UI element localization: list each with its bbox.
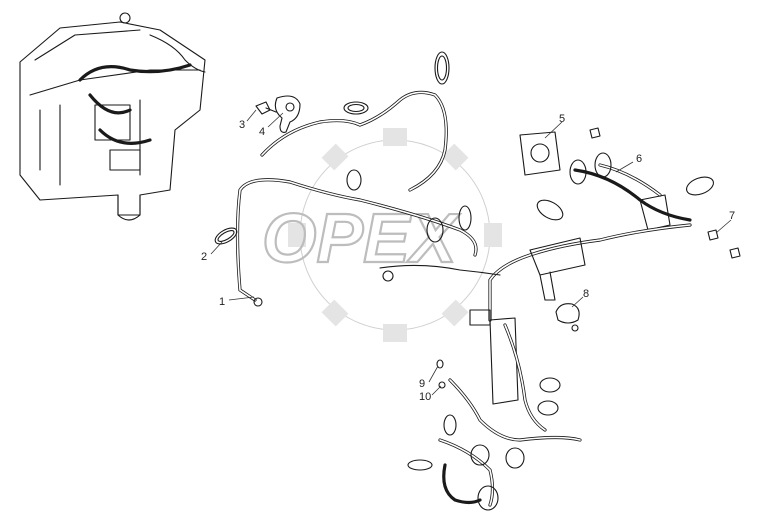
part-6-harness — [569, 152, 692, 231]
callout-9: 9 — [419, 378, 425, 390]
callout-10: 10 — [419, 391, 431, 403]
part-5-flange — [519, 127, 601, 176]
upper-cable-run — [260, 90, 448, 192]
part-7-bolts — [707, 229, 741, 259]
part-4-bracket — [274, 95, 301, 133]
watermark-gear — [288, 128, 502, 342]
engine-block — [19, 12, 206, 221]
callout-7: 7 — [729, 210, 735, 222]
callout-5: 5 — [559, 113, 565, 125]
callout-labels: 1 2 3 4 5 6 7 8 9 10 — [201, 113, 735, 403]
callout-8: 8 — [583, 288, 589, 300]
lower-harness-module — [469, 309, 561, 432]
bottom-harness — [407, 378, 582, 511]
part-8-clamp — [555, 303, 580, 332]
callout-3: 3 — [239, 119, 245, 131]
callout-leaders — [210, 109, 732, 396]
part-1-cable — [235, 178, 478, 307]
part-2-clip — [214, 227, 238, 245]
callout-2: 2 — [201, 251, 207, 263]
part-3-bolt — [255, 101, 277, 115]
callout-6: 6 — [636, 153, 642, 165]
main-trunk-harness — [379, 223, 692, 322]
callout-1: 1 — [219, 296, 225, 308]
watermark-text: OPEX — [262, 199, 461, 277]
clips-top — [343, 51, 714, 243]
callout-4: 4 — [259, 126, 265, 138]
part-9-10-fasteners — [436, 359, 446, 389]
